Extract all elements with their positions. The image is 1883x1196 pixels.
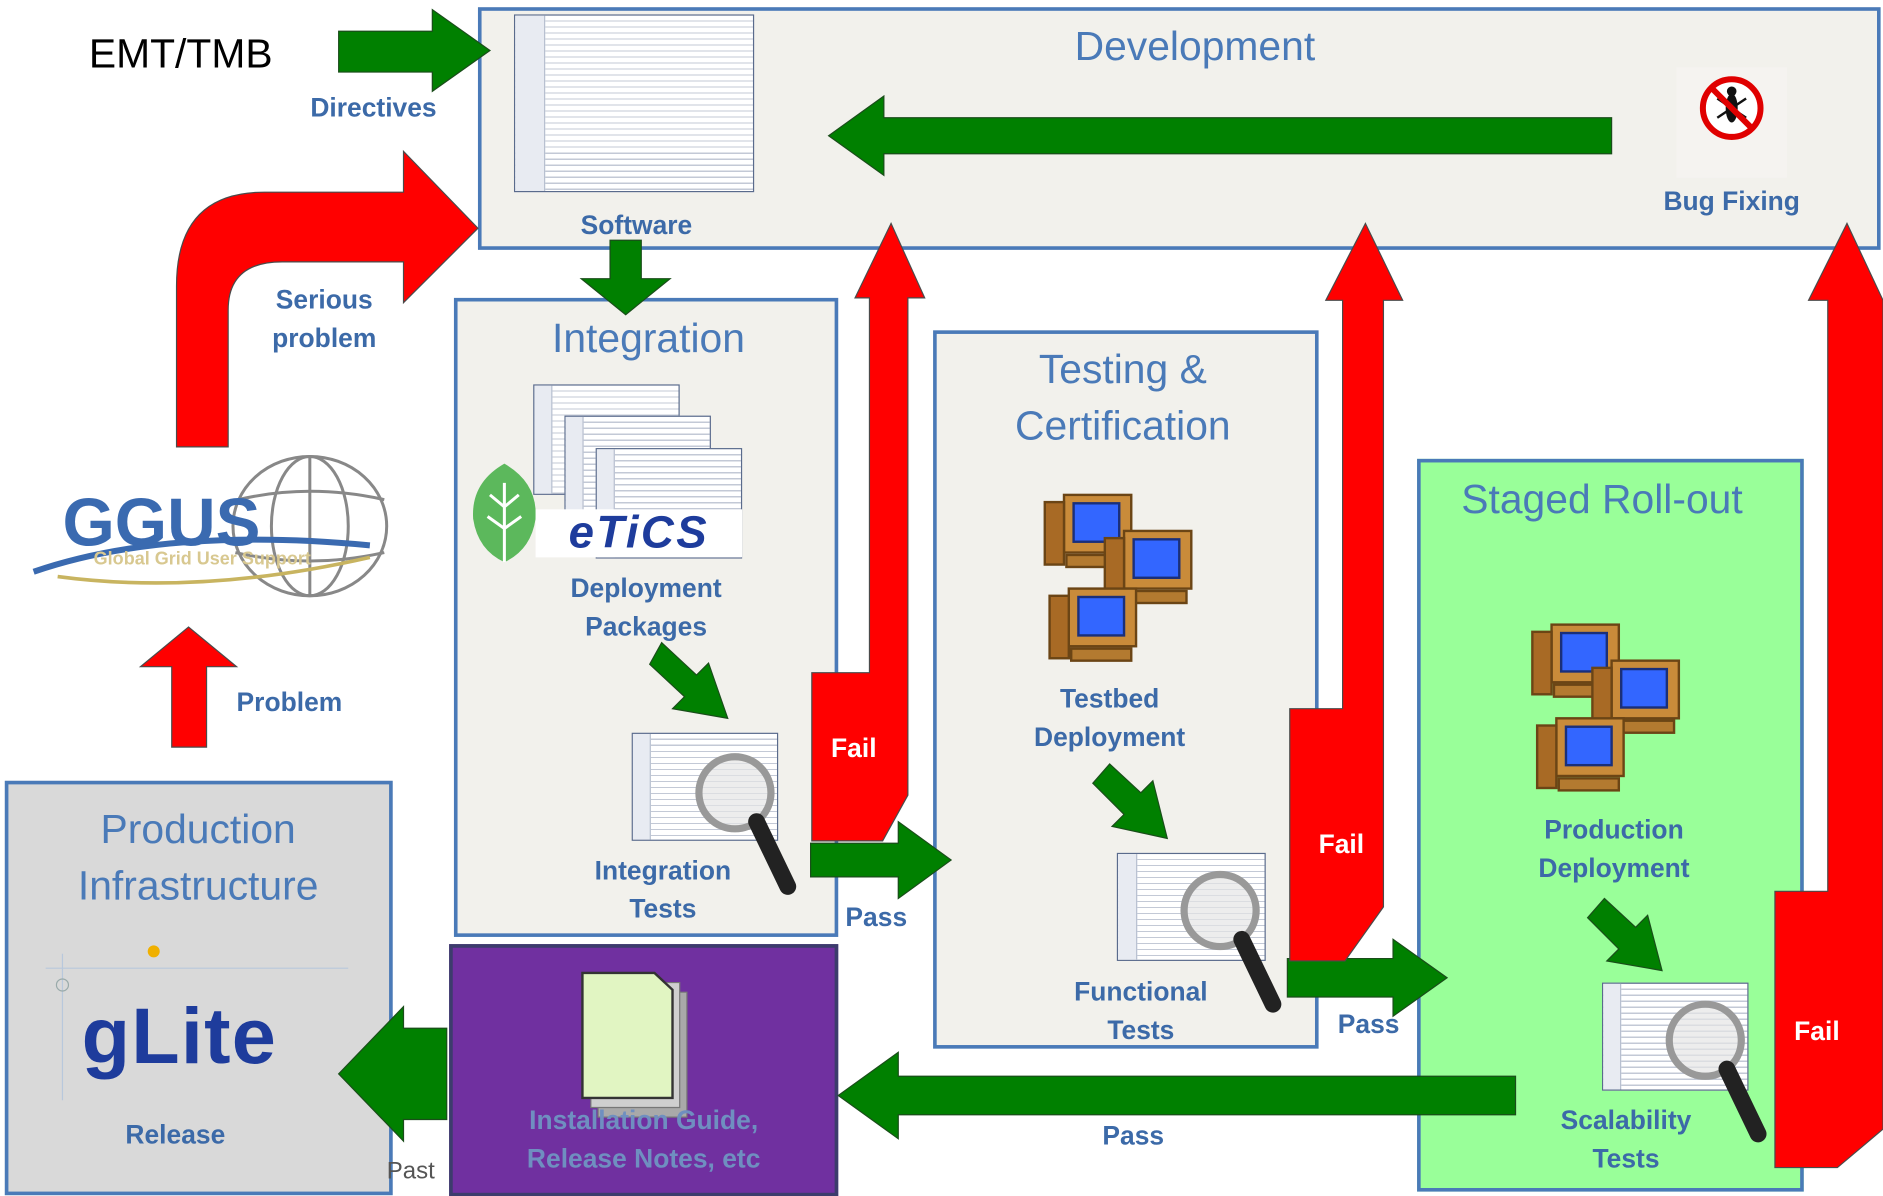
- fail-label-3: Fail: [1794, 1016, 1840, 1047]
- past-label: Past: [386, 1157, 435, 1185]
- pass-arrow-1: [810, 820, 953, 900]
- release-label: Release: [125, 1119, 226, 1150]
- testing-title: Testing & Certification: [1015, 347, 1231, 450]
- problem-label: Problem: [236, 687, 343, 718]
- ggus-wordmark: GGUS: [62, 484, 261, 560]
- magnifier-icon-1: [695, 753, 797, 895]
- integration-title: Integration: [552, 315, 745, 362]
- software-label: Software: [580, 210, 693, 241]
- pass-label-1: Pass: [845, 902, 908, 933]
- testbed-computers-icon: [1043, 493, 1193, 662]
- production-computers-icon: [1531, 623, 1681, 792]
- fail-label-2: Fail: [1318, 828, 1365, 859]
- documents-stack-icon: [581, 971, 688, 1118]
- directives-label: Directives: [310, 92, 437, 123]
- fail-arrow-2: [1289, 222, 1404, 962]
- production-deployment-label: Production Deployment: [1538, 814, 1690, 883]
- magnifier-icon-3: [1665, 1000, 1767, 1143]
- testbed-deployment-label: Testbed Deployment: [1034, 683, 1186, 752]
- ggus-logo: GGUS Global Grid User Support: [22, 454, 394, 616]
- packages-to-tests-arrow: [648, 641, 729, 720]
- production-box: [4, 780, 393, 1196]
- magnifier-icon-2: [1180, 870, 1282, 1013]
- software-to-integration-arrow: [579, 239, 672, 316]
- bug-fix-arrow: [827, 94, 1613, 177]
- staged-rollout-title: Staged Roll-out: [1461, 476, 1743, 523]
- release-arrow: [337, 1005, 448, 1143]
- functional-tests-label: Functional Tests: [1074, 976, 1208, 1045]
- production-to-scalability-arrow: [1586, 897, 1663, 972]
- production-title: Production Infrastructure: [77, 807, 319, 910]
- glite-logo: gLite: [34, 944, 361, 1112]
- glite-wordmark: gLite: [81, 990, 277, 1080]
- fail-arrow-3: [1774, 222, 1883, 1169]
- serious-problem-label: Serious problem: [272, 284, 377, 354]
- testbed-to-functional-arrow: [1091, 763, 1169, 840]
- integration-tests-label: Integration Tests: [594, 855, 732, 924]
- serious-problem-arrow: [175, 149, 479, 448]
- pass-label-3: Pass: [1102, 1120, 1165, 1151]
- etics-logo: eTiCS: [535, 509, 743, 558]
- development-title: Development: [1074, 24, 1316, 70]
- pass-arrow-3: [837, 1051, 1517, 1140]
- problem-arrow: [138, 626, 239, 748]
- software-code-screenshot: [513, 14, 755, 193]
- ggus-tagline: Global Grid User Support: [93, 548, 311, 570]
- directives-arrow: [338, 8, 492, 93]
- scalability-tests-label: Scalability Tests: [1560, 1105, 1692, 1174]
- deployment-packages-label: Deployment Packages: [570, 572, 722, 642]
- fail-arrow-1: [811, 222, 926, 842]
- emt-tmb-label: EMT/TMB: [88, 31, 273, 77]
- pass-label-2: Pass: [1337, 1009, 1400, 1040]
- etics-leaf-icon: [471, 459, 538, 567]
- installation-guide-label: Installation Guide, Release Notes, etc: [526, 1105, 761, 1174]
- bug-fixing-icon: [1676, 67, 1787, 178]
- bug-fixing-label: Bug Fixing: [1663, 186, 1800, 217]
- fail-label-1: Fail: [831, 732, 877, 763]
